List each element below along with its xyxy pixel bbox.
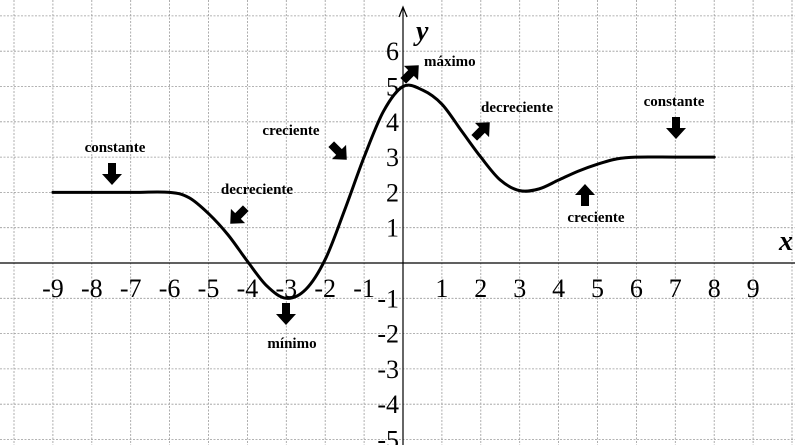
function-curve bbox=[51, 83, 716, 300]
annotation-arrow-icon bbox=[575, 184, 595, 206]
x-axis-label: x bbox=[778, 226, 793, 257]
annotation-arrow-icon bbox=[400, 65, 419, 84]
x-tick-label: -3 bbox=[275, 274, 297, 303]
annotation-label: constante bbox=[644, 94, 705, 110]
x-tick-label: 2 bbox=[474, 274, 487, 303]
y-tick-label: -3 bbox=[377, 355, 399, 384]
annotation-arrow-icon bbox=[471, 122, 490, 141]
annotation-label: máximo bbox=[424, 54, 476, 70]
x-tick-label: 6 bbox=[630, 274, 643, 303]
x-tick-label: 9 bbox=[747, 274, 760, 303]
x-tick-label: -1 bbox=[353, 274, 375, 303]
x-tick-label: -9 bbox=[42, 274, 64, 303]
annotation-arrow-icon bbox=[276, 303, 296, 325]
annotation-label: decreciente bbox=[481, 100, 554, 116]
y-axis-label: y bbox=[413, 16, 429, 47]
x-tick-label: 5 bbox=[591, 274, 604, 303]
annotation-label: constante bbox=[85, 140, 146, 156]
y-tick-label: 2 bbox=[386, 178, 399, 207]
y-tick-label: 5 bbox=[386, 73, 399, 102]
y-tick-label: 3 bbox=[386, 143, 399, 172]
y-tick-label: -1 bbox=[377, 284, 399, 313]
annotation-arrow-icon bbox=[102, 163, 122, 185]
x-tick-label: 3 bbox=[513, 274, 526, 303]
x-tick-label: -6 bbox=[159, 274, 181, 303]
x-tick-label: 8 bbox=[708, 274, 721, 303]
annotation-label: decreciente bbox=[221, 182, 294, 198]
y-tick-label: -2 bbox=[377, 320, 399, 349]
annotation-arrow-icon bbox=[328, 141, 347, 160]
y-tick-label: 6 bbox=[386, 37, 399, 66]
annotation-label: creciente bbox=[262, 123, 320, 139]
x-tick-label: 7 bbox=[669, 274, 682, 303]
annotation-arrow-icon bbox=[666, 117, 686, 139]
y-tick-label: -5 bbox=[377, 426, 399, 445]
x-tick-label: -7 bbox=[120, 274, 142, 303]
y-tick-label: -4 bbox=[377, 390, 399, 419]
x-tick-label: 4 bbox=[552, 274, 565, 303]
x-tick-label: 1 bbox=[435, 274, 448, 303]
x-tick-label: -5 bbox=[198, 274, 220, 303]
annotation-label: mínimo bbox=[267, 336, 316, 352]
curve-layer bbox=[51, 83, 716, 300]
axes: xy bbox=[0, 5, 795, 445]
x-tick-label: -2 bbox=[314, 274, 336, 303]
annotations: constante decreciente mínimo creciente máxim… bbox=[85, 54, 705, 352]
annotation-arrow-icon bbox=[230, 205, 249, 224]
x-tick-label: -8 bbox=[81, 274, 103, 303]
y-axis-arrowhead bbox=[398, 5, 408, 18]
y-tick-label: 1 bbox=[386, 214, 399, 243]
x-tick-label: -4 bbox=[237, 274, 259, 303]
annotation-label: creciente bbox=[567, 210, 625, 226]
y-tick-label: 4 bbox=[386, 108, 399, 137]
